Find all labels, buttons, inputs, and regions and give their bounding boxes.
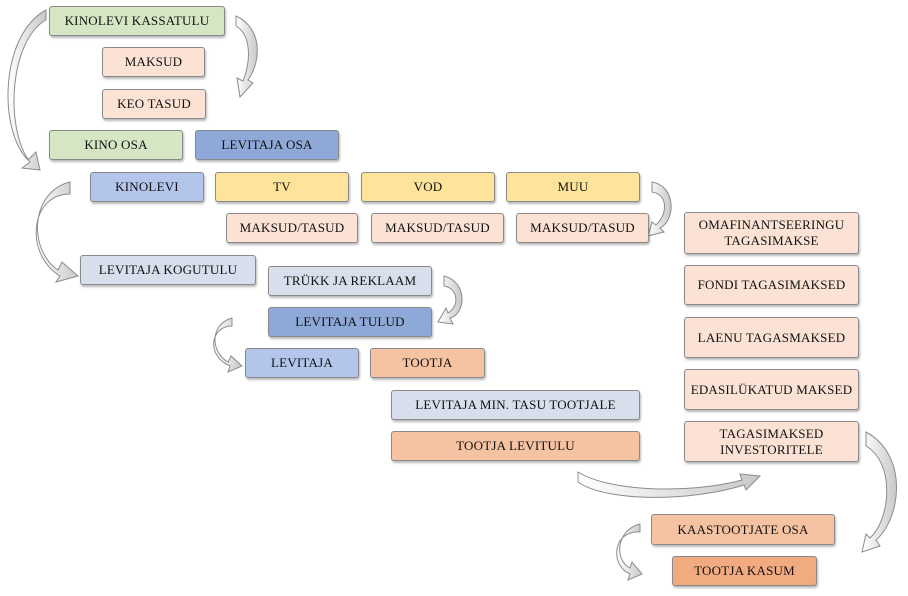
box-laenu-tagasmaksed: LAENU TAGASMAKSED bbox=[684, 317, 859, 358]
box-levitaja: LEVITAJA bbox=[245, 348, 359, 378]
box-omafinantseeringu-tagasimakse: OMAFINANTSEERINGU TAGASIMAKSE bbox=[684, 212, 859, 254]
curved-arrow-icon bbox=[861, 431, 897, 553]
box-muu: MUU bbox=[506, 172, 640, 202]
box-edasilukatud-maksed: EDASILÜKATUD MAKSED bbox=[684, 369, 859, 410]
box-tagasimaksed-investoritele: TAGASIMAKSED INVESTORITELE bbox=[684, 421, 859, 462]
box-tv: TV bbox=[215, 172, 349, 202]
box-tootja-kasum: TOOTJA KASUM bbox=[672, 556, 817, 586]
curved-arrow-icon bbox=[647, 181, 672, 237]
box-keo-tasud: KEO TASUD bbox=[102, 89, 206, 119]
box-levitaja-osa: LEVITAJA OSA bbox=[195, 130, 339, 160]
curved-arrow-icon bbox=[35, 181, 80, 283]
box-tootja: TOOTJA bbox=[370, 348, 485, 378]
curved-arrow-icon bbox=[437, 275, 463, 325]
box-maksud-tasud-vod: MAKSUD/TASUD bbox=[371, 213, 504, 243]
curved-arrow-icon bbox=[7, 9, 47, 171]
curved-arrow-icon bbox=[616, 523, 643, 581]
box-kinolevi-kassatulu: KINOLEVI KASSATULU bbox=[49, 6, 225, 36]
box-kinolevi: KINOLEVI bbox=[90, 172, 204, 202]
box-tootja-levitulu: TOOTJA LEVITULU bbox=[391, 431, 640, 461]
box-levitaja-kogutulu: LEVITAJA KOGUTULU bbox=[80, 255, 256, 285]
box-levitaja-min-tasu: LEVITAJA MIN. TASU TOOTJALE bbox=[391, 390, 640, 420]
box-kaastootjate-osa: KAASTOOTJATE OSA bbox=[651, 514, 835, 545]
curved-arrow-icon bbox=[213, 317, 243, 373]
box-maksud-tasud-muu: MAKSUD/TASUD bbox=[516, 213, 649, 243]
box-maksud-tasud-tv: MAKSUD/TASUD bbox=[226, 213, 358, 243]
box-kino-osa: KINO OSA bbox=[49, 130, 183, 160]
box-maksud: MAKSUD bbox=[102, 47, 205, 77]
box-levitaja-tulud: LEVITAJA TULUD bbox=[268, 307, 432, 337]
curved-arrow-icon bbox=[235, 15, 258, 99]
box-vod: VOD bbox=[361, 172, 495, 202]
box-trukk-ja-reklaam: TRÜKK JA REKLAAM bbox=[268, 266, 432, 296]
box-fondi-tagasimaksed: FONDI TAGASIMAKSED bbox=[684, 265, 859, 305]
curved-arrow-icon bbox=[577, 471, 762, 498]
